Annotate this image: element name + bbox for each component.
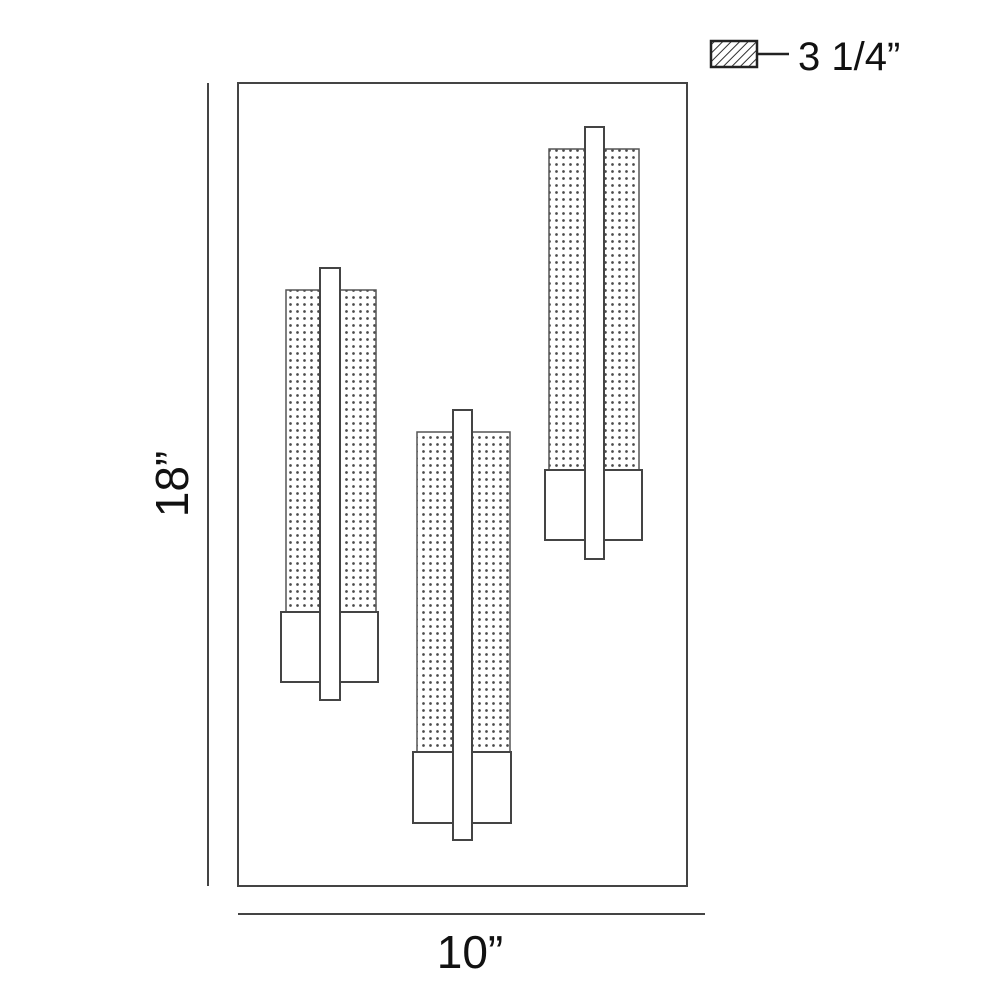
height-dimension-label: 18”	[146, 451, 198, 517]
backplate-outline	[237, 82, 688, 887]
width-dimension-label: 10”	[437, 926, 503, 978]
legend: 3 1/4”	[709, 35, 900, 79]
fixture-stem	[319, 267, 341, 701]
light-fixture-middle	[412, 409, 512, 841]
hatched-rectangle-icon	[709, 39, 759, 69]
light-fixture-right	[544, 126, 643, 560]
depth-dimension-label: 3 1/4”	[798, 35, 900, 79]
light-fixture-left	[280, 267, 379, 701]
fixture-stem	[584, 126, 605, 560]
fixture-stem	[452, 409, 473, 841]
